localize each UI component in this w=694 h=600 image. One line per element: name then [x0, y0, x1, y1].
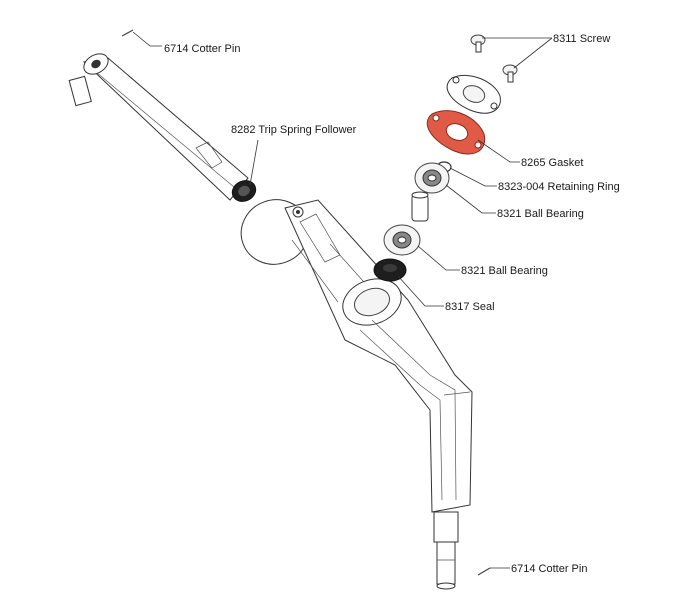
label-trip-spring-follower: 8282 Trip Spring Follower	[231, 124, 357, 136]
trip-rod-tube	[68, 53, 249, 201]
label-retaining-ring: 8323-004 Retaining Ring	[498, 181, 620, 193]
screw-bottom-part	[502, 64, 518, 83]
label-seal: 8317 Seal	[445, 301, 495, 313]
label-cotter-pin-top: 6714 Cotter Pin	[164, 43, 240, 55]
cotter-pin-bottom-part	[477, 567, 491, 576]
label-screw: 8311 Screw	[553, 33, 610, 45]
handle-casting	[240, 199, 473, 590]
seal-part	[373, 258, 407, 282]
label-ball-bearing-upper: 8321 Ball Bearing	[497, 208, 584, 220]
label-ball-bearing-lower: 8321 Ball Bearing	[461, 265, 548, 277]
cover-plate-part	[446, 74, 501, 114]
cotter-pin-top-part	[121, 29, 134, 37]
label-cotter-pin-bottom: 6714 Cotter Pin	[511, 563, 587, 575]
trip-spring-follower-part	[231, 180, 257, 202]
leader-lines	[132, 31, 553, 569]
gasket-part	[426, 110, 486, 155]
spacer-sleeve-part	[411, 191, 429, 222]
ball-bearing-lower-part	[383, 224, 421, 256]
screw-top-part	[470, 34, 486, 53]
part-labels: 6714 Cotter Pin 8311 Screw 8282 Trip Spr…	[164, 33, 620, 575]
label-gasket: 8265 Gasket	[521, 157, 583, 169]
ball-bearing-upper-part	[414, 162, 450, 194]
